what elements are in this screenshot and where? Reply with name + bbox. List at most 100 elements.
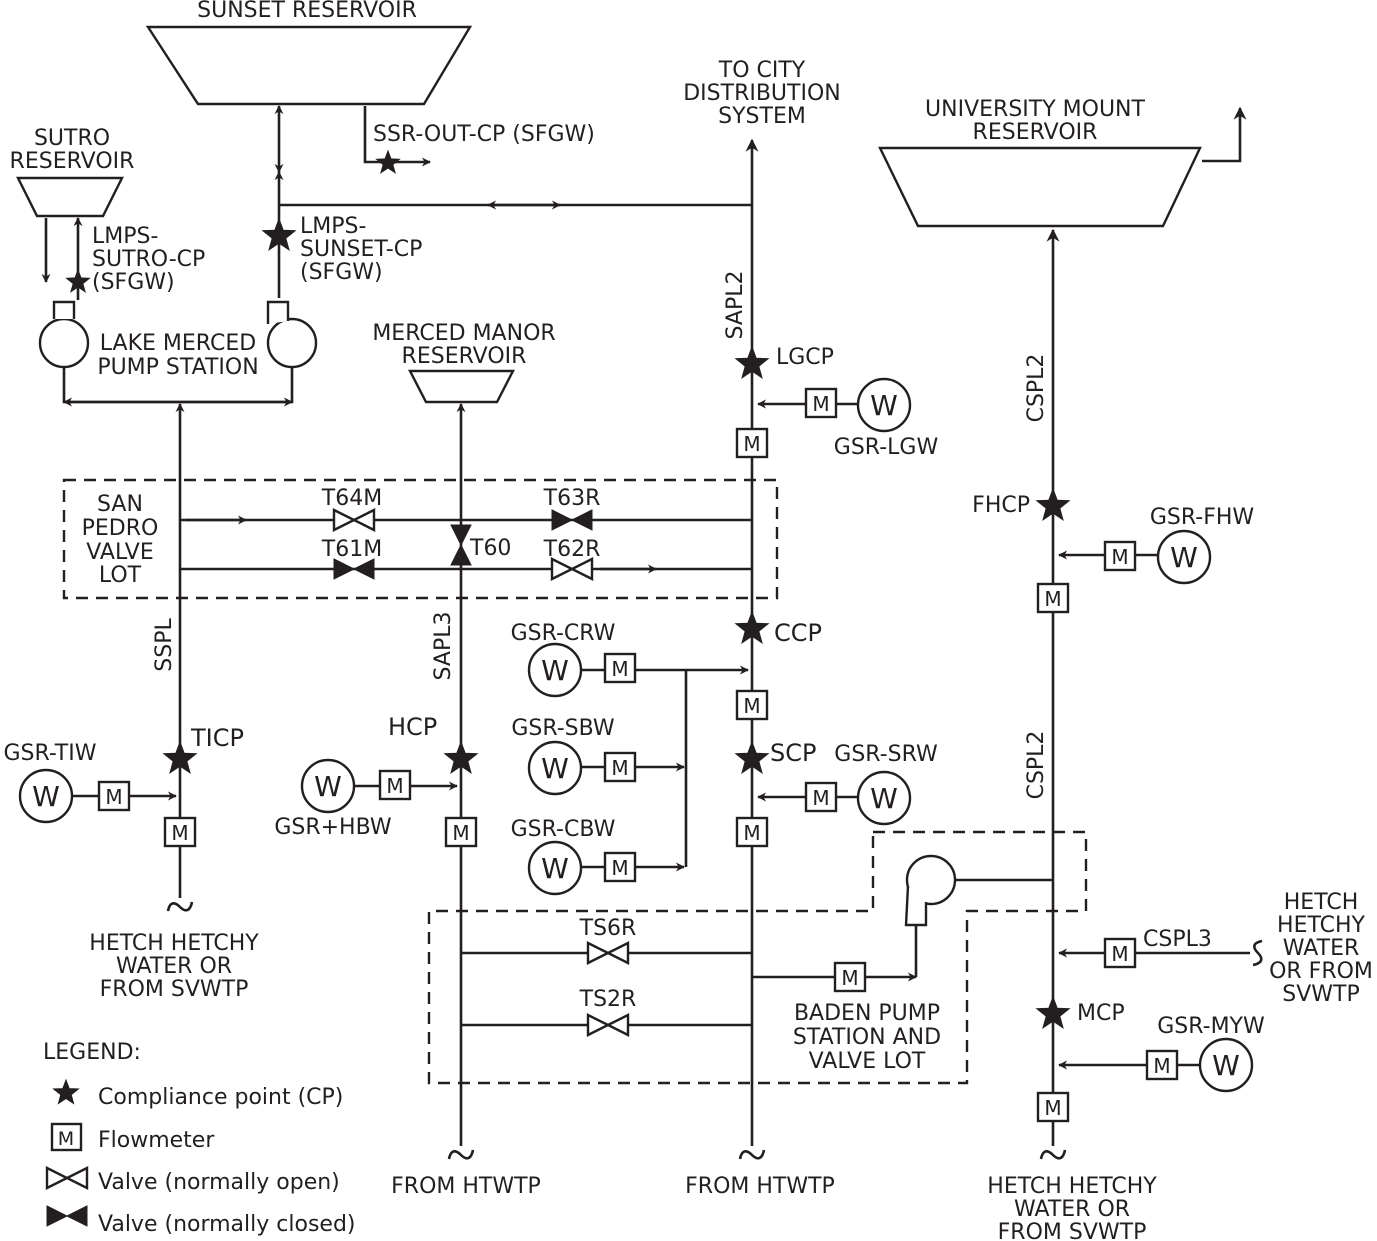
lmps-sutro-label-1: LMPS- xyxy=(92,224,158,249)
well-sbw-letter: W xyxy=(541,752,569,785)
valve-ts6r-label: TS6R xyxy=(579,916,637,941)
cspl2-lower-label: CSPL2 xyxy=(1024,731,1049,800)
legend-star-icon xyxy=(52,1078,80,1105)
well-tiw-letter: W xyxy=(32,780,60,813)
htwtp-2-label: FROM HTWTP xyxy=(685,1174,835,1199)
legend-meter-symbol: M xyxy=(50,1122,83,1152)
well-myw-label: GSR-MYW xyxy=(1157,1014,1265,1039)
hcp-label: HCP xyxy=(388,713,437,741)
valve-t63r xyxy=(551,509,593,531)
lake-merced-label-2: PUMP STATION xyxy=(97,355,258,380)
meter-fhw: M xyxy=(1103,540,1137,572)
baden-valve-lot-box xyxy=(427,830,1088,1085)
well-lgw-symbol: W xyxy=(856,377,912,433)
baden-label-2: STATION AND xyxy=(793,1025,941,1050)
well-fhw-symbol: W xyxy=(1156,529,1212,585)
valve-t64m xyxy=(332,508,376,532)
star-lmps-sutro xyxy=(65,268,91,293)
university-mount-reservoir-label-2: RESERVOIR xyxy=(973,120,1098,145)
well-myw-letter: W xyxy=(1212,1049,1240,1082)
meter-sapl2-lower: M xyxy=(735,816,769,848)
legend: LEGEND: Compliance point (CP) M Flowmete… xyxy=(43,1040,356,1237)
ticp-label: TICP xyxy=(190,724,244,752)
meter-sapl2-lower-letter: M xyxy=(743,821,760,845)
meter-cbw: M xyxy=(603,851,637,883)
sspl-label: SSPL xyxy=(152,618,177,672)
valve-ts6r xyxy=(586,941,630,965)
valve-t60 xyxy=(450,524,472,566)
valve-t62r-label: T62R xyxy=(543,537,601,562)
meter-fhw-letter: M xyxy=(1111,545,1128,569)
valve-ts2r-label: TS2R xyxy=(579,987,637,1012)
valve-t61m-label: T61M xyxy=(321,537,382,562)
hh-right-label-1: HETCH xyxy=(1284,890,1359,915)
meter-sspl-letter: M xyxy=(171,821,188,845)
well-crw-letter: W xyxy=(541,654,569,687)
star-ssr-out xyxy=(375,149,401,174)
meter-lgw: M xyxy=(804,387,838,419)
meter-baden: M xyxy=(833,961,867,993)
scp-label: SCP xyxy=(770,739,816,767)
legend-valve-closed-symbol xyxy=(46,1205,88,1227)
well-hbw-label: GSR+HBW xyxy=(274,815,392,840)
san-pedro-valve-lot-box xyxy=(62,478,779,600)
well-srw-symbol: W xyxy=(856,770,912,826)
meter-cspl2-lower-letter: M xyxy=(1044,1096,1061,1120)
sapl3-label: SAPL3 xyxy=(431,612,456,681)
mcp-label: MCP xyxy=(1077,1001,1125,1026)
well-crw-symbol: W xyxy=(527,642,583,698)
lmps-sunset-label-2: SUNSET-CP xyxy=(300,237,422,262)
san-pedro-label-4: LOT xyxy=(99,563,142,588)
city-label-3: SYSTEM xyxy=(718,104,806,129)
valve-t61m xyxy=(333,558,375,580)
hh-right-label-4: OR FROM xyxy=(1269,959,1373,984)
well-fhw-label: GSR-FHW xyxy=(1150,505,1255,530)
well-tiw-label: GSR-TIW xyxy=(3,741,96,766)
meter-sspl: M xyxy=(163,816,197,848)
well-sbw-label: GSR-SBW xyxy=(511,716,615,741)
hh-left-label-2: WATER OR xyxy=(116,954,232,979)
well-hbw-letter: W xyxy=(314,770,342,803)
sutro-reservoir-label-1: SUTRO xyxy=(34,126,110,151)
cspl3-label: CSPL3 xyxy=(1143,927,1212,952)
city-destination: TO CITY DISTRIBUTION SYSTEM xyxy=(683,58,841,129)
merced-manor-reservoir-label-2: RESERVOIR xyxy=(402,344,527,369)
meter-lgw-letter: M xyxy=(812,392,829,416)
meter-crw: M xyxy=(603,652,637,684)
hh-left-label-1: HETCH HETCHY xyxy=(89,931,259,956)
pump-baden xyxy=(904,854,957,927)
meter-myw: M xyxy=(1145,1049,1179,1081)
labels: SSR-OUT-CP (SFGW) LMPS- SUTRO-CP (SFGW) … xyxy=(3,122,1372,1241)
star-ccp xyxy=(734,610,770,644)
star-lmps-sunset xyxy=(261,217,297,251)
sunset-reservoir-label: SUNSET RESERVOIR xyxy=(197,0,417,23)
baden-label-1: BADEN PUMP xyxy=(794,1001,940,1026)
san-pedro-label-3: VALVE xyxy=(86,540,153,565)
university-mount-reservoir-label-1: UNIVERSITY MOUNT xyxy=(925,97,1145,122)
sapl2-label: SAPL2 xyxy=(723,271,748,340)
meter-srw-letter: M xyxy=(812,786,829,810)
meter-cspl2-lower: M xyxy=(1036,1091,1070,1123)
pipe-break-symbols xyxy=(166,901,1263,1160)
pump-lake-merced-right xyxy=(266,300,318,369)
star-lgcp xyxy=(734,345,770,379)
legend-title: LEGEND: xyxy=(43,1040,141,1065)
well-sbw-symbol: W xyxy=(527,740,583,796)
star-hcp xyxy=(443,740,479,774)
well-myw-symbol: W xyxy=(1198,1037,1254,1093)
lmps-sunset-label-3: (SFGW) xyxy=(300,260,383,285)
meter-crw-letter: M xyxy=(611,657,628,681)
legend-item-compliance-point: Compliance point (CP) xyxy=(98,1085,343,1110)
legend-item-flowmeter: Flowmeter xyxy=(98,1128,215,1153)
meter-sapl2-upper-letter: M xyxy=(743,432,760,456)
meter-cspl2-upper-letter: M xyxy=(1044,587,1061,611)
meter-tiw: M xyxy=(97,780,131,812)
meter-baden-letter: M xyxy=(841,966,858,990)
star-fhcp xyxy=(1035,487,1071,521)
university-mount-reservoir: UNIVERSITY MOUNT RESERVOIR xyxy=(878,97,1202,228)
city-label-2: DISTRIBUTION xyxy=(683,81,841,106)
valve-ts2r xyxy=(586,1013,630,1037)
